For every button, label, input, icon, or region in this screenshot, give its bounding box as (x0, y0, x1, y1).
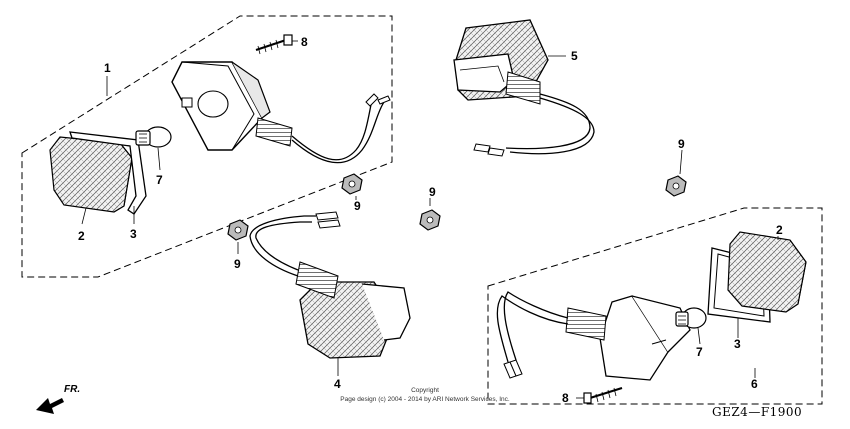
copyright-line-1: Copyright (411, 387, 439, 394)
housing-upper-left (171, 61, 391, 164)
callout-9-b: 9 (234, 257, 241, 271)
callout-6: 6 (751, 377, 758, 391)
callout-3-left: 3 (130, 227, 137, 241)
lens-part-2-left (49, 136, 133, 213)
nut-part-9-c (419, 209, 441, 231)
gasket-part-3-left (69, 131, 147, 215)
bulb-part-7-right (675, 307, 707, 345)
callout-9-right: 9 (678, 137, 685, 151)
front-direction-arrow-icon (36, 398, 64, 414)
callout-2-right: 2 (776, 223, 783, 237)
callout-7-right: 7 (696, 345, 703, 359)
callout-9-a: 9 (354, 199, 361, 213)
assembly-6-outline (487, 207, 823, 405)
lens-part-2-right (727, 231, 807, 313)
callout-8-upper: 8 (301, 35, 308, 49)
callout-1: 1 (104, 61, 111, 75)
callout-2-left: 2 (78, 229, 85, 243)
diagram-code: GEZ4—F1900 (712, 405, 802, 419)
callout-8-lower: 8 (562, 391, 569, 405)
leaders-nuts (237, 149, 683, 254)
callout-9-c: 9 (429, 185, 436, 199)
front-direction-label: FR. (64, 384, 80, 395)
callout-7-left: 7 (156, 173, 163, 187)
assembly-1-outline (21, 15, 393, 278)
copyright-line-2: Page design (c) 2004 - 2014 by ARI Netwo… (340, 396, 510, 403)
turn-signal-part-5 (453, 19, 595, 157)
housing-lower-right (496, 291, 691, 381)
turn-signal-part-4 (249, 211, 411, 376)
bulb-part-7-left (135, 126, 172, 148)
nut-part-9-a (341, 173, 363, 195)
leaders-upper-left (81, 76, 161, 225)
nut-part-9-b (227, 219, 249, 241)
callout-3-right: 3 (734, 337, 741, 351)
screw-part-8-lower (576, 386, 623, 404)
nut-part-9-d (665, 175, 687, 197)
callout-5: 5 (571, 49, 578, 63)
screw-part-8-upper (255, 34, 298, 55)
callout-4: 4 (334, 377, 341, 391)
